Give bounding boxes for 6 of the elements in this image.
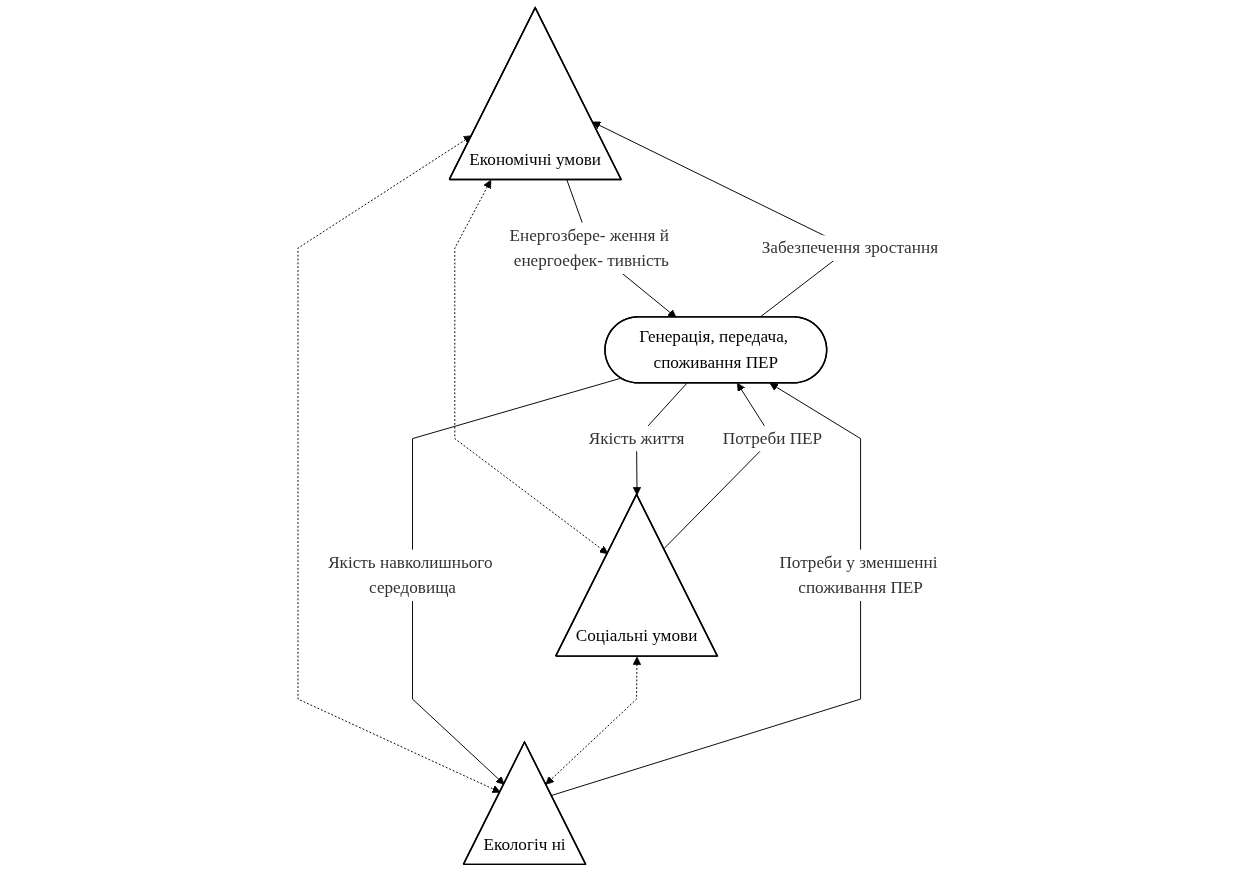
edge-label: Якість навколишнього середовища	[328, 552, 493, 598]
edge-label: Енергозбере- ження й енергоефек- тивність	[509, 225, 669, 271]
edge-label: Потреби ПЕР	[722, 428, 823, 448]
edge-label: Якість життя	[588, 428, 685, 448]
edge-label: Потреби у зменшенні споживання ПЕР	[779, 552, 938, 598]
edge-label: Забезпечення зростання	[761, 238, 939, 258]
